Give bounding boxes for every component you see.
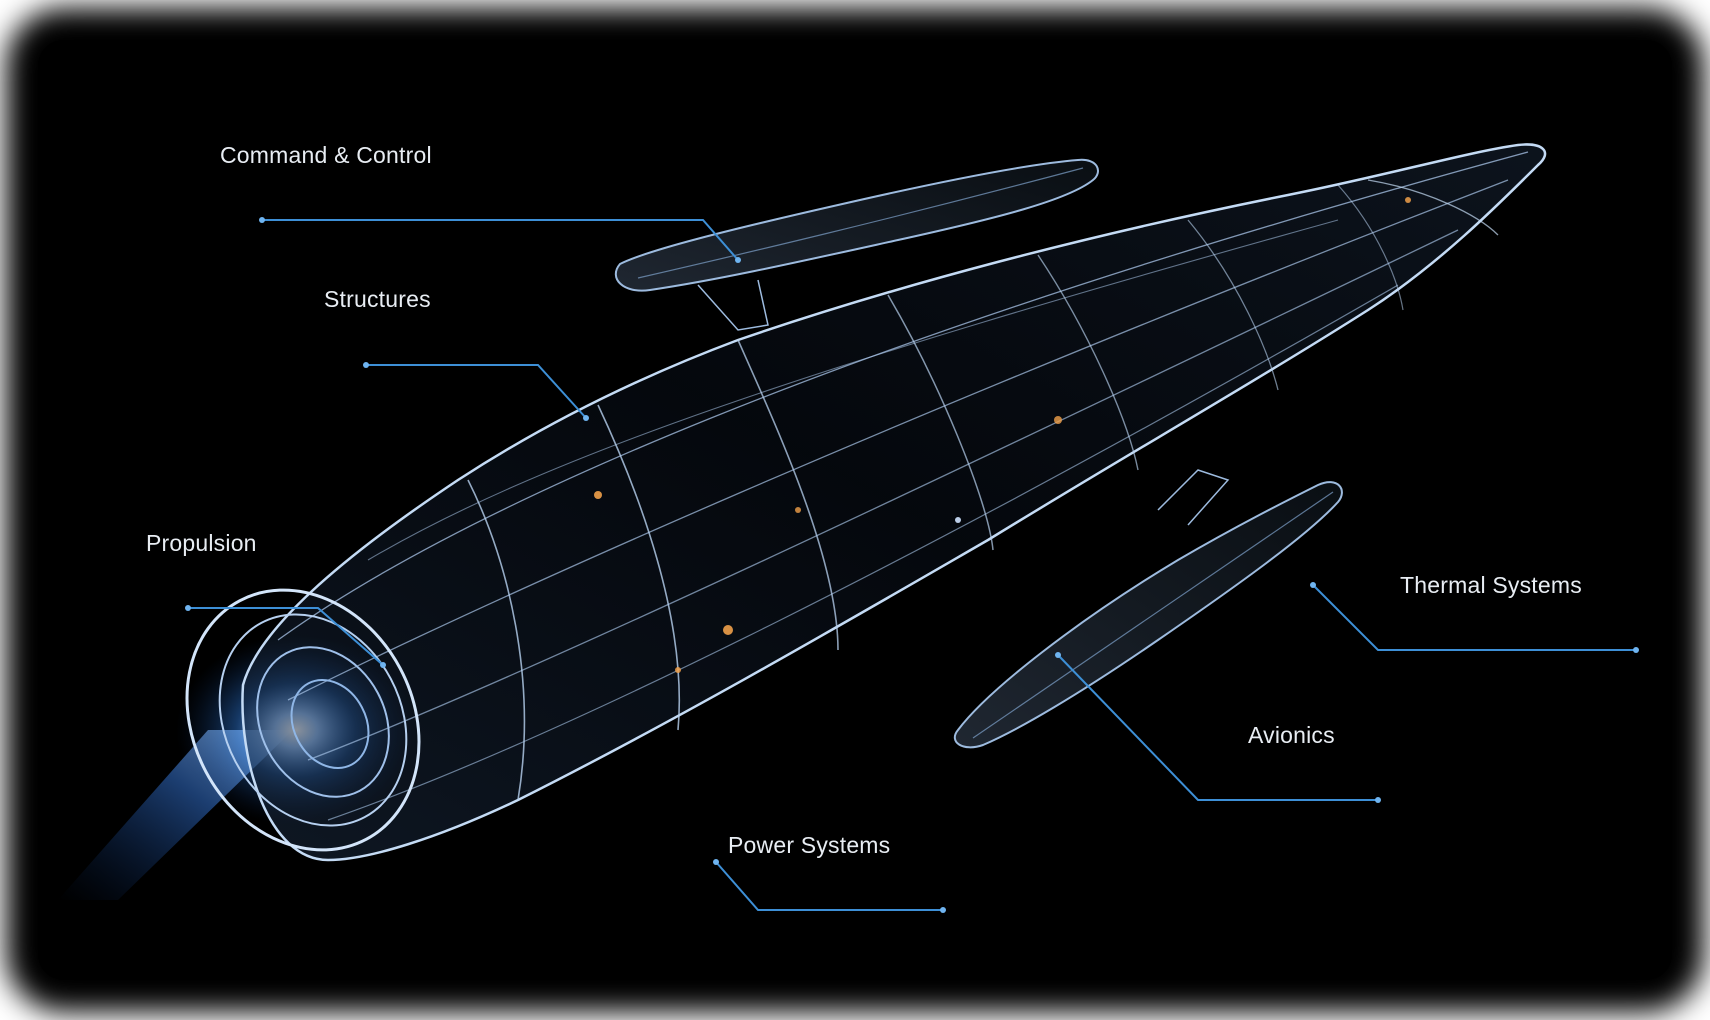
main-hull: [241, 143, 1547, 862]
lower-pod: [953, 469, 1343, 749]
leader-line-command-control: [262, 219, 739, 261]
label-power-systems: Power Systems: [728, 832, 891, 858]
leader-lines: [188, 219, 1636, 911]
engine-nozzle: [185, 588, 421, 852]
label-structures: Structures: [324, 286, 431, 312]
label-command-control: Command & Control: [220, 142, 432, 168]
spacecraft-diagram: [58, 143, 1639, 913]
leader-line-propulsion: [188, 607, 384, 666]
leader-line-structures: [366, 364, 587, 419]
diagram-frame: Command & Control Structures Propulsion …: [38, 40, 1672, 980]
leader-line-avionics: [1057, 654, 1378, 801]
label-avionics: Avionics: [1248, 722, 1335, 748]
label-thermal-systems: Thermal Systems: [1400, 572, 1582, 598]
leader-line-power-systems: [715, 861, 943, 911]
label-propulsion: Propulsion: [146, 530, 257, 556]
leader-dots: [185, 217, 1639, 913]
leader-line-thermal-systems: [1312, 584, 1636, 651]
